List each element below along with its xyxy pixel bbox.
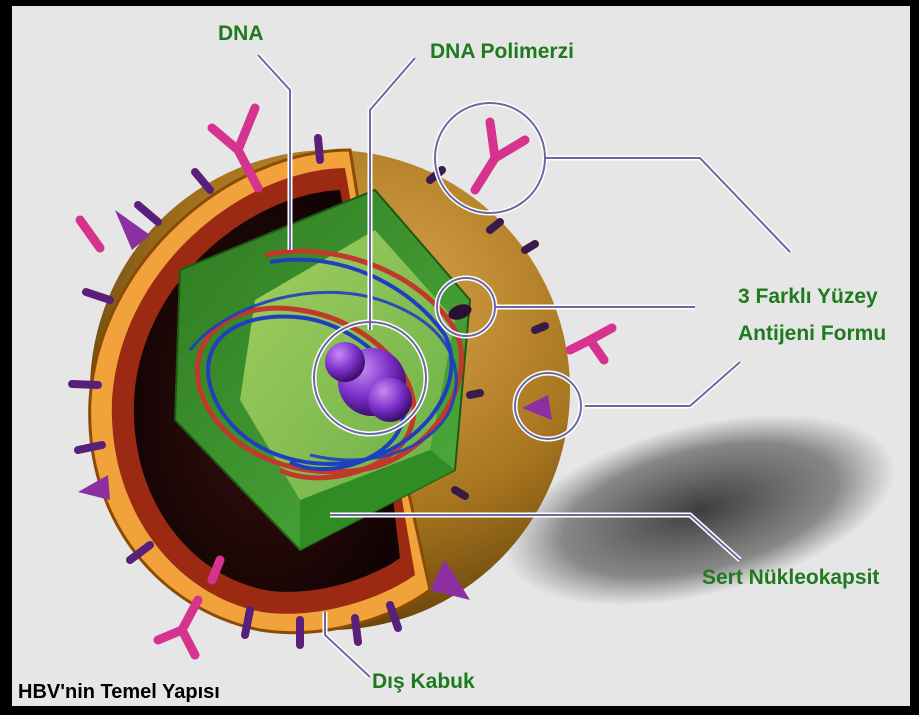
label-outer-shell: Dış Kabuk (372, 670, 475, 693)
label-dna-polymerase: DNA Polimerzi (430, 40, 574, 63)
label-nucleocapsid: Sert Nükleokapsit (702, 566, 879, 589)
caption: HBV'nin Temel Yapısı (18, 681, 220, 703)
label-dna: DNA (218, 22, 264, 45)
label-surface-antigen-line2: Antijeni Formu (738, 322, 886, 345)
label-surface-antigen-line1: 3 Farklı Yüzey (738, 285, 878, 308)
